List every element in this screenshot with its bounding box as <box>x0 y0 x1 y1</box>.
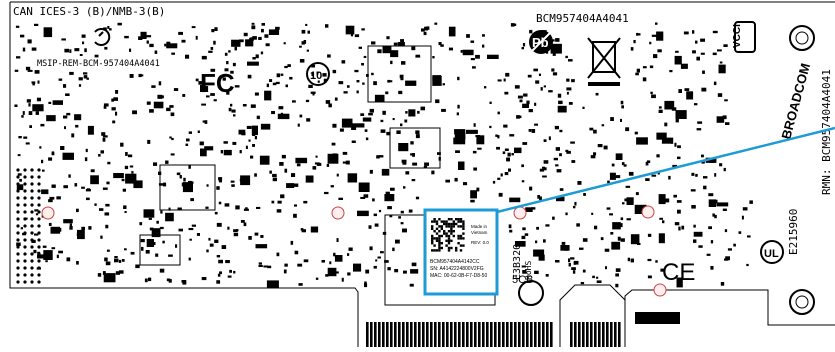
brand-logo: BROADCOM <box>778 62 813 141</box>
part-number: BCM957404A4041 <box>536 12 629 25</box>
cb-text: 5CB <box>512 274 533 286</box>
vcci-logo: VCCI <box>732 21 756 53</box>
recycle-icon <box>518 280 544 306</box>
svg-text:Vietnam: Vietnam <box>471 230 488 235</box>
component-pads <box>14 22 753 288</box>
svg-text:SN: A4142224800V2FG: SN: A4142224800V2FG <box>430 266 484 272</box>
svg-text:Made in: Made in <box>471 224 488 229</box>
product-label: Made in Vietnam REV: 0.0 BCM957404A4142C… <box>430 224 489 279</box>
svg-text:10: 10 <box>310 70 322 82</box>
mounting-holes <box>41 25 815 315</box>
svg-text:BCM957404A4142CC: BCM957404A4142CC <box>430 259 480 265</box>
rohs-10-icon: 10 <box>306 62 330 86</box>
rcm-icon <box>94 28 111 46</box>
label-highlight <box>423 126 835 296</box>
rohs-tag: RoHS <box>524 261 533 280</box>
svg-text:REV: 0.0: REV: 0.0 <box>471 240 489 245</box>
qr-code-icon <box>431 218 465 252</box>
rmn-text: RMN: BCM957404A4041 <box>820 69 833 195</box>
fc-logo: FC <box>200 68 235 98</box>
ul-icon: UL <box>760 240 784 264</box>
weee-bin-icon <box>587 37 621 86</box>
svg-text:UL: UL <box>764 248 779 260</box>
svg-text:MAC: 00-62-0B-F7-D8-50: MAC: 00-62-0B-F7-D8-50 <box>430 273 487 279</box>
svg-text:VCCI: VCCI <box>732 24 743 48</box>
fcc-text: E3B320 <box>512 244 523 280</box>
ce-mark: CE <box>662 259 695 286</box>
board-outline <box>9 1 835 347</box>
edge-connector <box>366 312 680 347</box>
msip-text: MSIP-REM-BCM-957404A4041 <box>37 59 160 69</box>
cert-text: CAN ICES-3 (B)/NMB-3(B) <box>13 5 165 18</box>
pb-free-icon: Pb <box>529 30 553 54</box>
ul-number: E215960 <box>787 209 800 255</box>
